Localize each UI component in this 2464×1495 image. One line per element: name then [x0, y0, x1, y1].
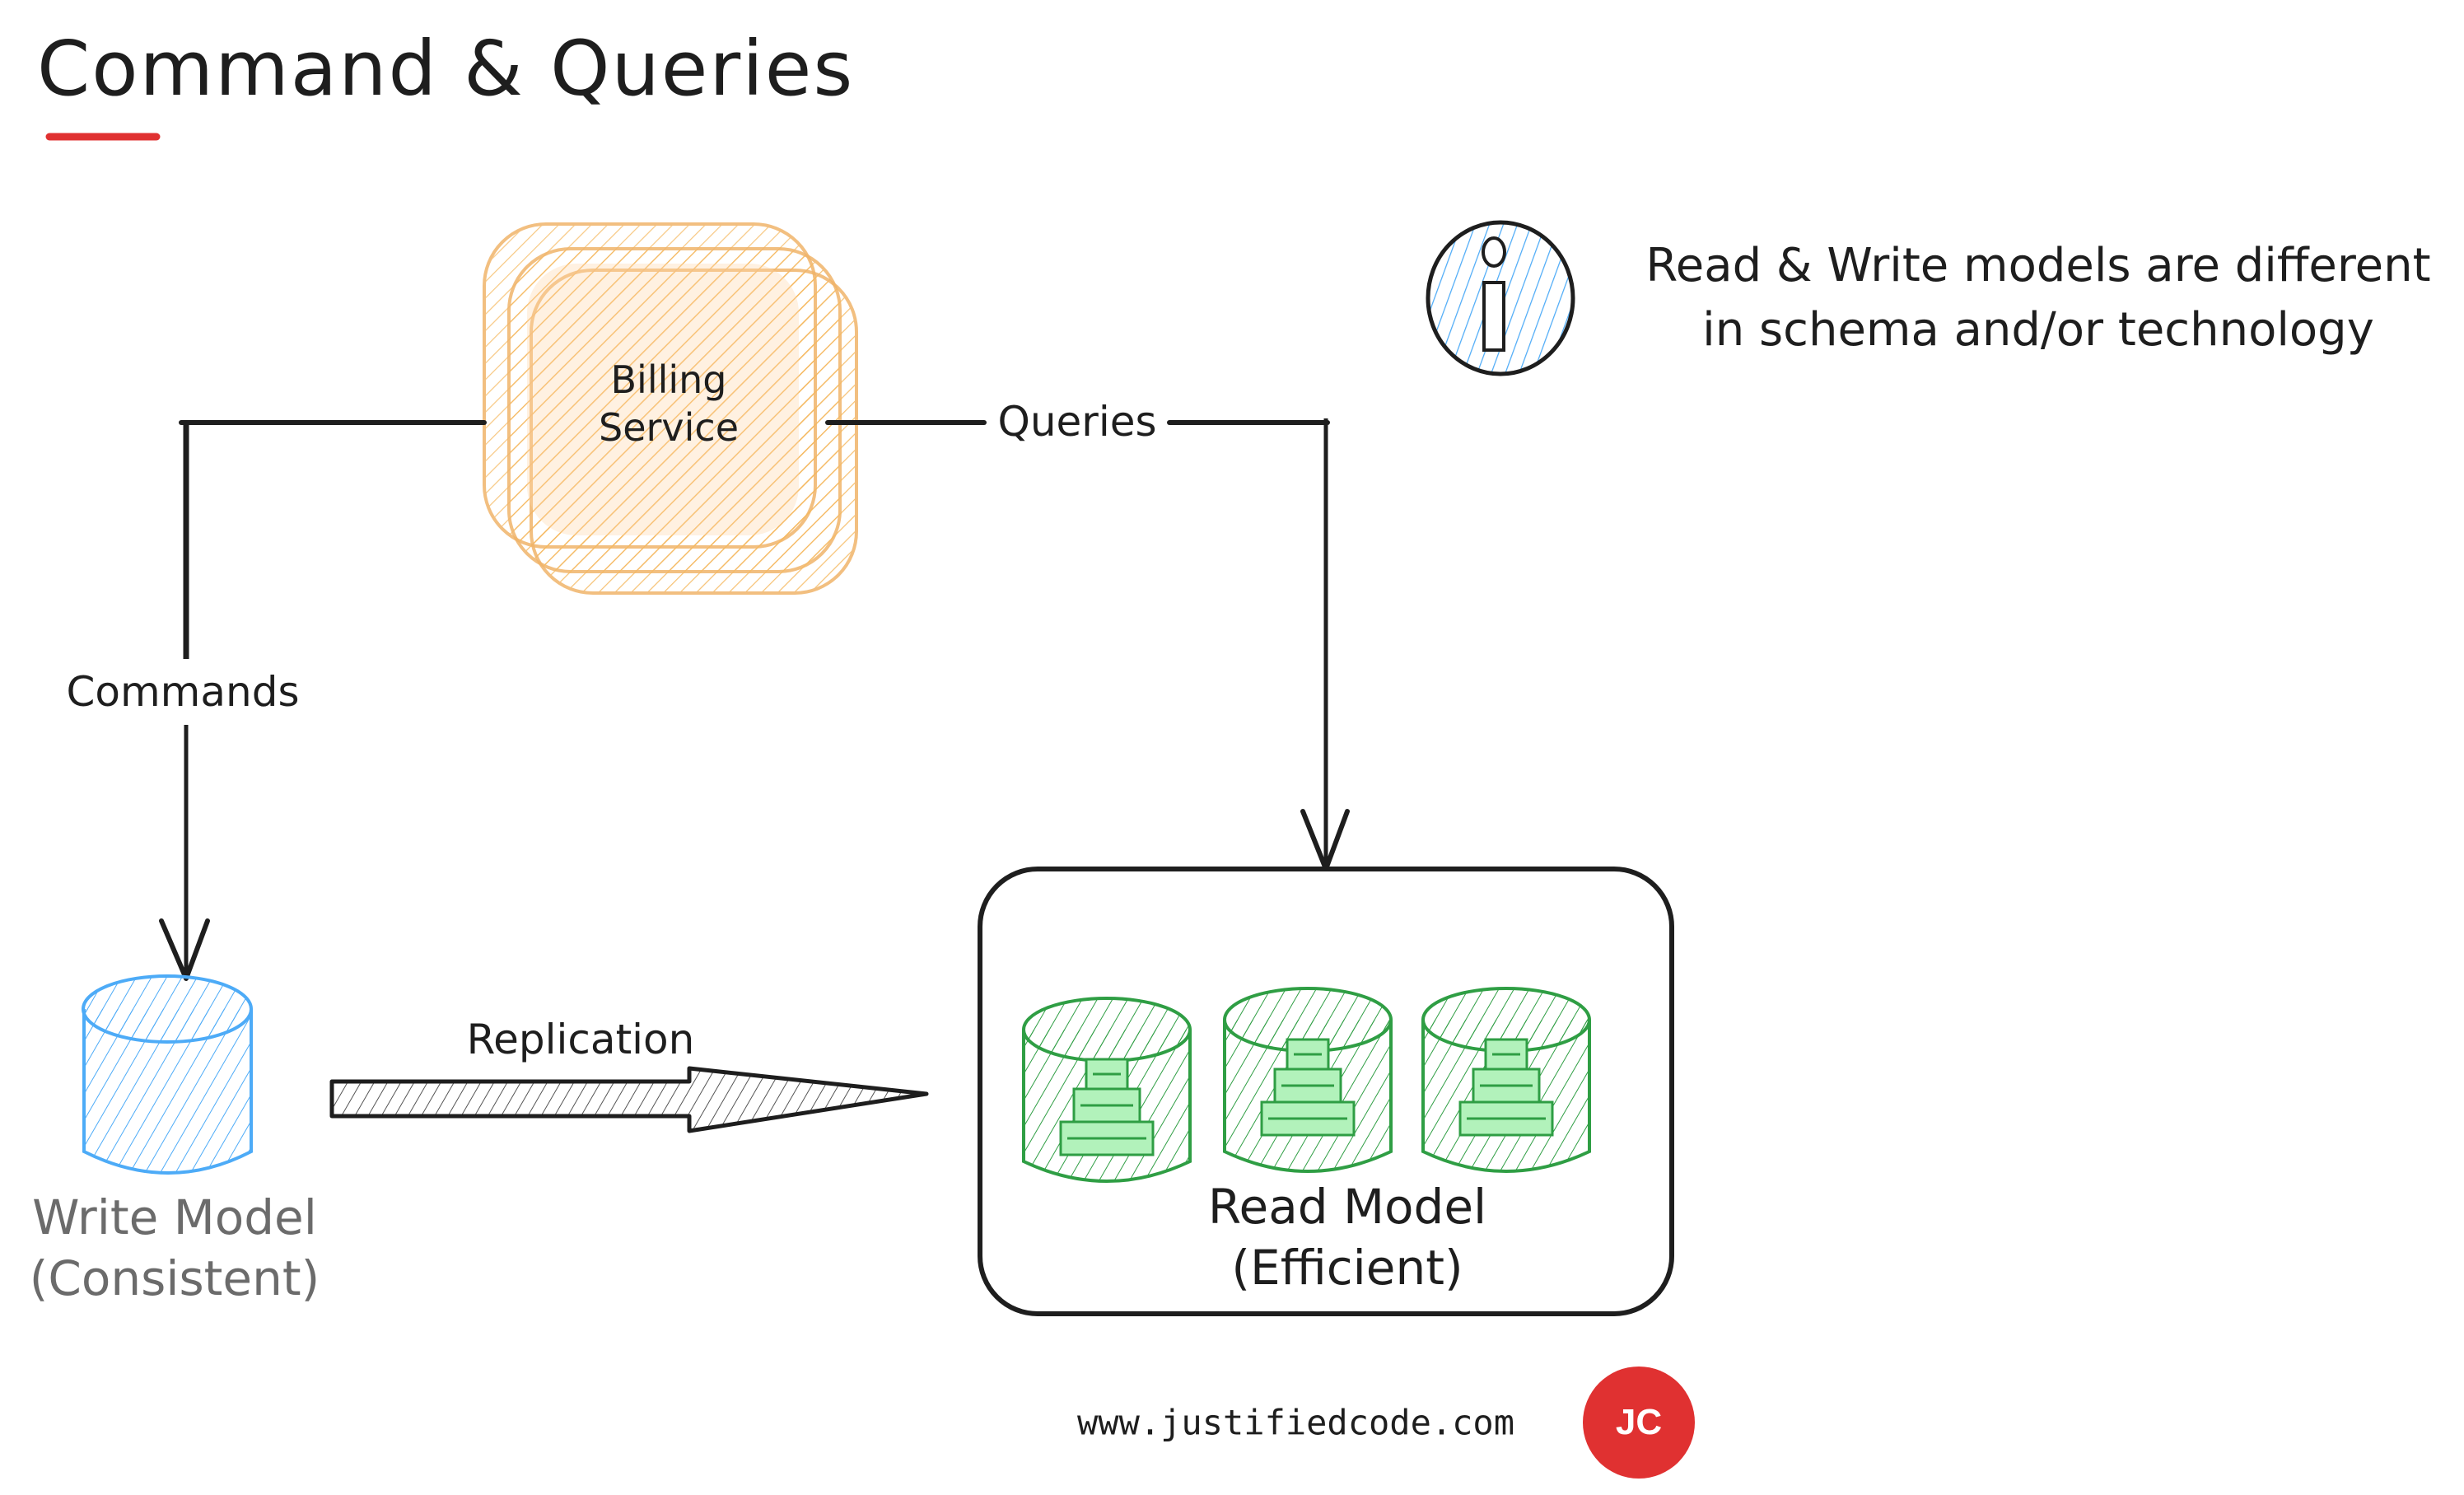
- info-icon: [1426, 220, 1575, 376]
- write-model-line1: Write Model: [32, 1189, 317, 1245]
- read-replica-database[interactable]: [1421, 987, 1591, 1173]
- service-label-line2: Service: [598, 405, 740, 450]
- write-model-label: Write Model (Consistent): [30, 1187, 320, 1309]
- billing-service-label: Billing Service: [599, 356, 739, 451]
- queries-arrow: [825, 418, 1350, 871]
- info-note-line1: Read & Write models are different: [1645, 239, 2431, 292]
- service-layer-front: [530, 269, 858, 595]
- read-model-line1: Read Model: [1207, 1179, 1487, 1235]
- service-label-line1: Billing: [610, 357, 727, 402]
- write-model-database[interactable]: [82, 974, 253, 1175]
- jc-logo-badge: JC: [1583, 1367, 1695, 1479]
- commands-arrow: [159, 420, 487, 981]
- commands-label: Commands: [63, 668, 303, 716]
- info-note: Read & Write models are different in sch…: [1645, 234, 2430, 362]
- service-fill: [527, 264, 799, 535]
- read-model-label: Read Model (Efficient): [1208, 1176, 1486, 1298]
- read-model-line2: (Efficient): [1231, 1240, 1463, 1296]
- info-note-line2: in schema and/or technology: [1702, 303, 2374, 357]
- write-model-line2: (Consistent): [29, 1250, 320, 1306]
- queries-label: Queries: [994, 398, 1160, 446]
- footer-url-link[interactable]: www.justifiedcode.com: [1077, 1402, 1515, 1443]
- read-model-container: [978, 867, 1674, 1316]
- read-replica-database[interactable]: [1223, 987, 1393, 1173]
- page-title: Command & Queries: [37, 25, 855, 113]
- database-icon: [82, 1009, 253, 1175]
- read-replica-database[interactable]: [1022, 997, 1192, 1183]
- replication-label: Replication: [463, 1016, 698, 1063]
- billing-service-node[interactable]: [483, 222, 858, 595]
- replication-arrow: [329, 1066, 929, 1133]
- read-model-databases: [1022, 987, 1591, 1183]
